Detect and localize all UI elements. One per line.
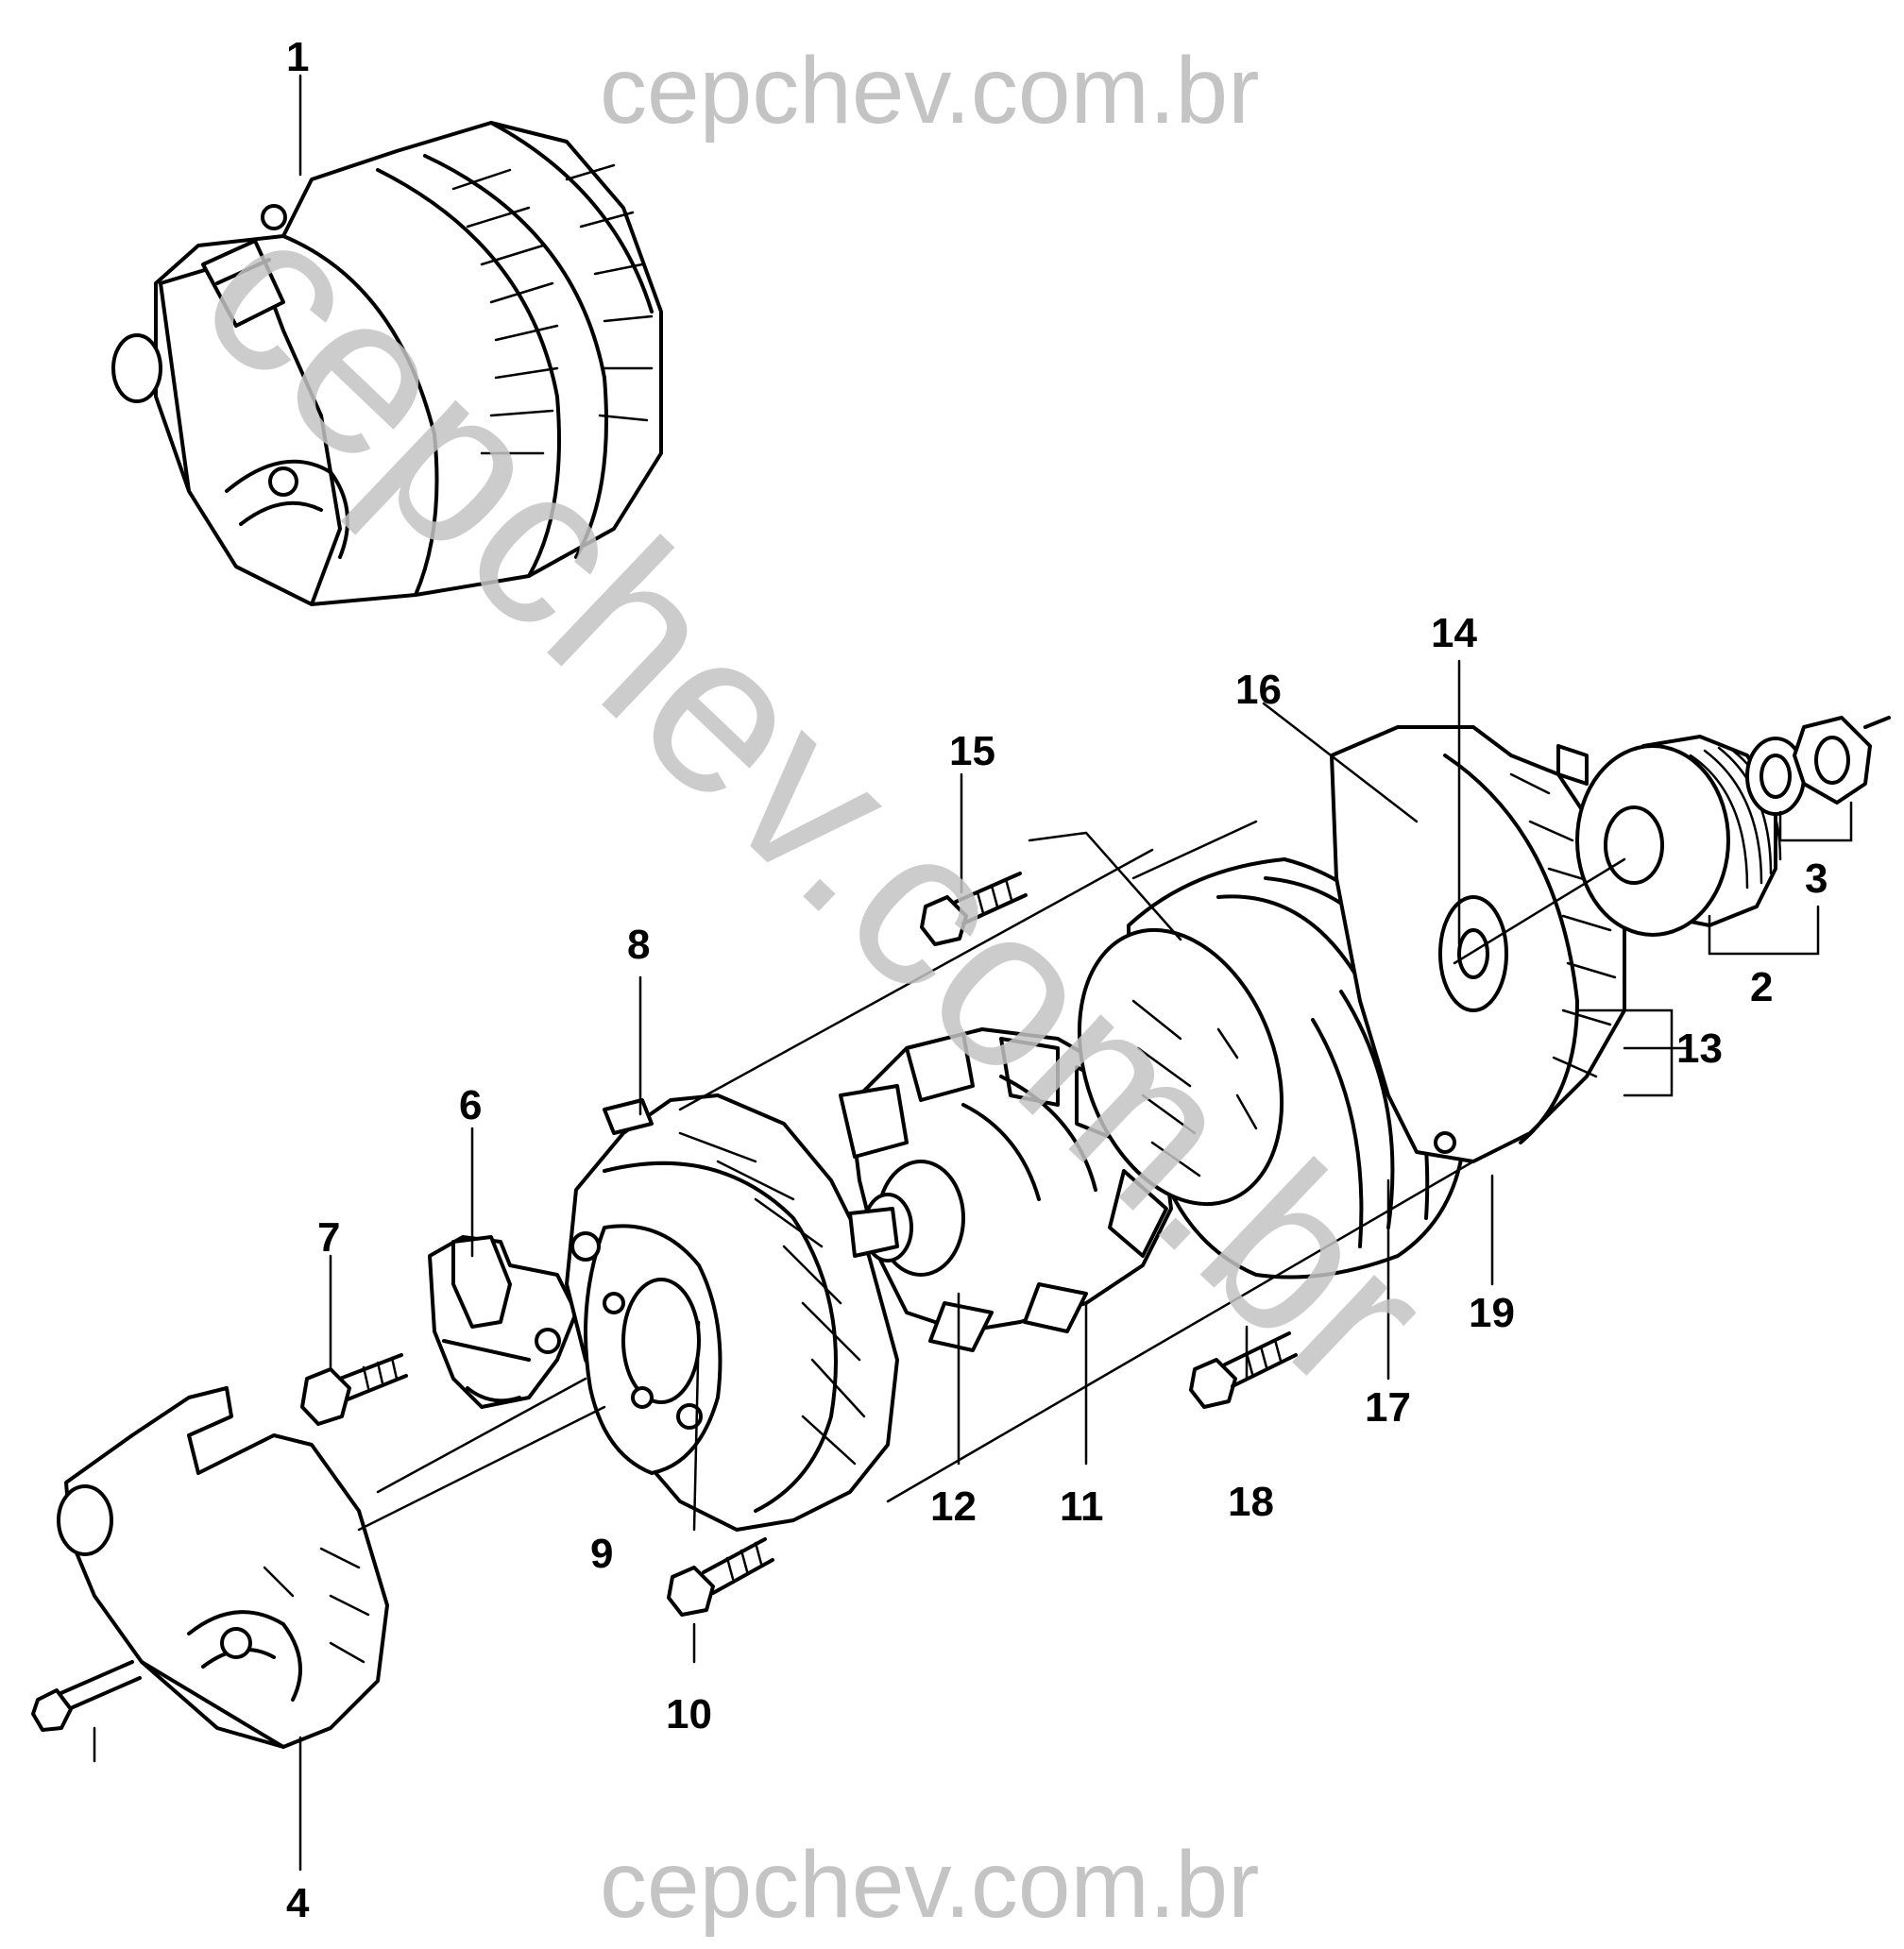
callout-4: 4 (286, 1880, 310, 1926)
assembled-alternator (111, 121, 663, 606)
washer (1745, 737, 1806, 816)
callout-labels: 1 2 3 4 6 7 8 9 10 11 12 13 14 15 16 17 … (286, 34, 1828, 1926)
callout-14: 14 (1431, 610, 1477, 656)
callout-18: 18 (1228, 1479, 1274, 1525)
regulator (428, 1235, 578, 1409)
callout-17: 17 (1365, 1384, 1411, 1431)
callout-8: 8 (627, 922, 650, 968)
callout-12: 12 (930, 1483, 977, 1530)
drive-end-frame (1330, 725, 1626, 1163)
callout-16: 16 (1235, 667, 1282, 713)
pulley (1575, 735, 1782, 937)
callout-7: 7 (317, 1214, 340, 1261)
callout-11: 11 (1060, 1483, 1104, 1530)
watermark-bottom: cepchev.com.br (600, 1832, 1259, 1938)
bolt-rear-cover (31, 1660, 142, 1732)
watermark-top: cepchev.com.br (600, 38, 1259, 144)
assembly-guide-lines (357, 820, 1626, 1532)
callout-3: 3 (1805, 856, 1828, 902)
callout-6: 6 (459, 1082, 482, 1128)
leader-lines (93, 74, 1853, 1872)
bolt-7 (300, 1353, 408, 1426)
bolt-18 (1189, 1331, 1298, 1409)
callout-9: 9 (590, 1531, 613, 1577)
callout-15: 15 (949, 728, 995, 774)
callout-10: 10 (666, 1691, 712, 1737)
bolt-10 (667, 1537, 774, 1617)
callout-13: 13 (1676, 1025, 1723, 1072)
callout-1: 1 (286, 34, 309, 80)
rear-cover (57, 1386, 389, 1749)
callout-2: 2 (1750, 964, 1773, 1010)
callout-19: 19 (1469, 1290, 1515, 1336)
slip-ring-end-frame (565, 1093, 899, 1532)
bolt-15 (920, 872, 1028, 946)
nut (1793, 716, 1872, 805)
